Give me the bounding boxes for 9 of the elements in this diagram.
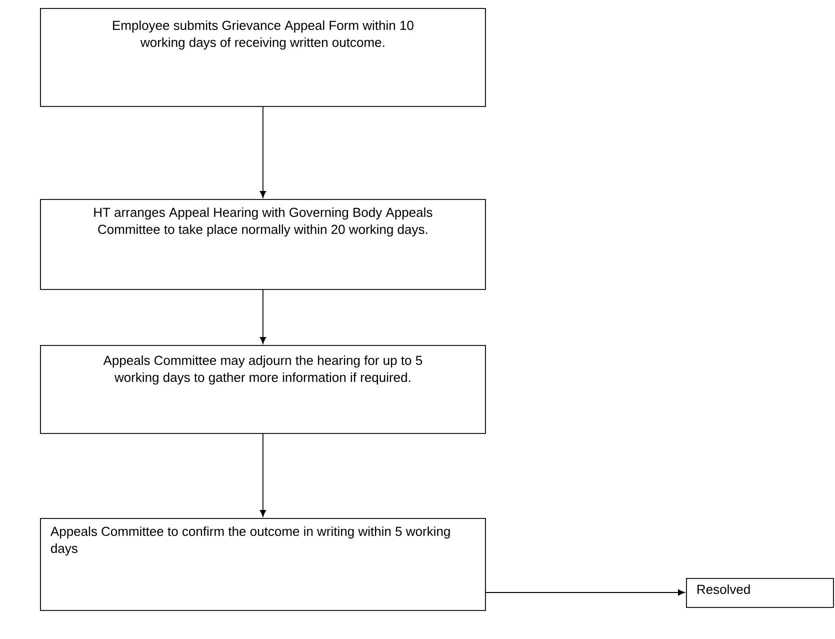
end-box: Resolved [686, 578, 834, 608]
arrow [260, 289, 266, 344]
arrow [260, 106, 266, 198]
arrow [485, 589, 685, 596]
process-box: Appeals Committee to confirm the outcome in writing within 5 working days [40, 518, 486, 611]
arrow [260, 433, 266, 517]
process-box: Appeals Committee may adjourn the hearing for up to 5 working days to gather more information if required. [40, 345, 486, 434]
process-box: Employee submits Grievance Appeal Form within 10 working days of receiving written outcome. [40, 8, 486, 107]
process-box: HT arranges Appeal Hearing with Governing Body Appeals Committee to take place normally within 20 working days. [40, 199, 486, 290]
